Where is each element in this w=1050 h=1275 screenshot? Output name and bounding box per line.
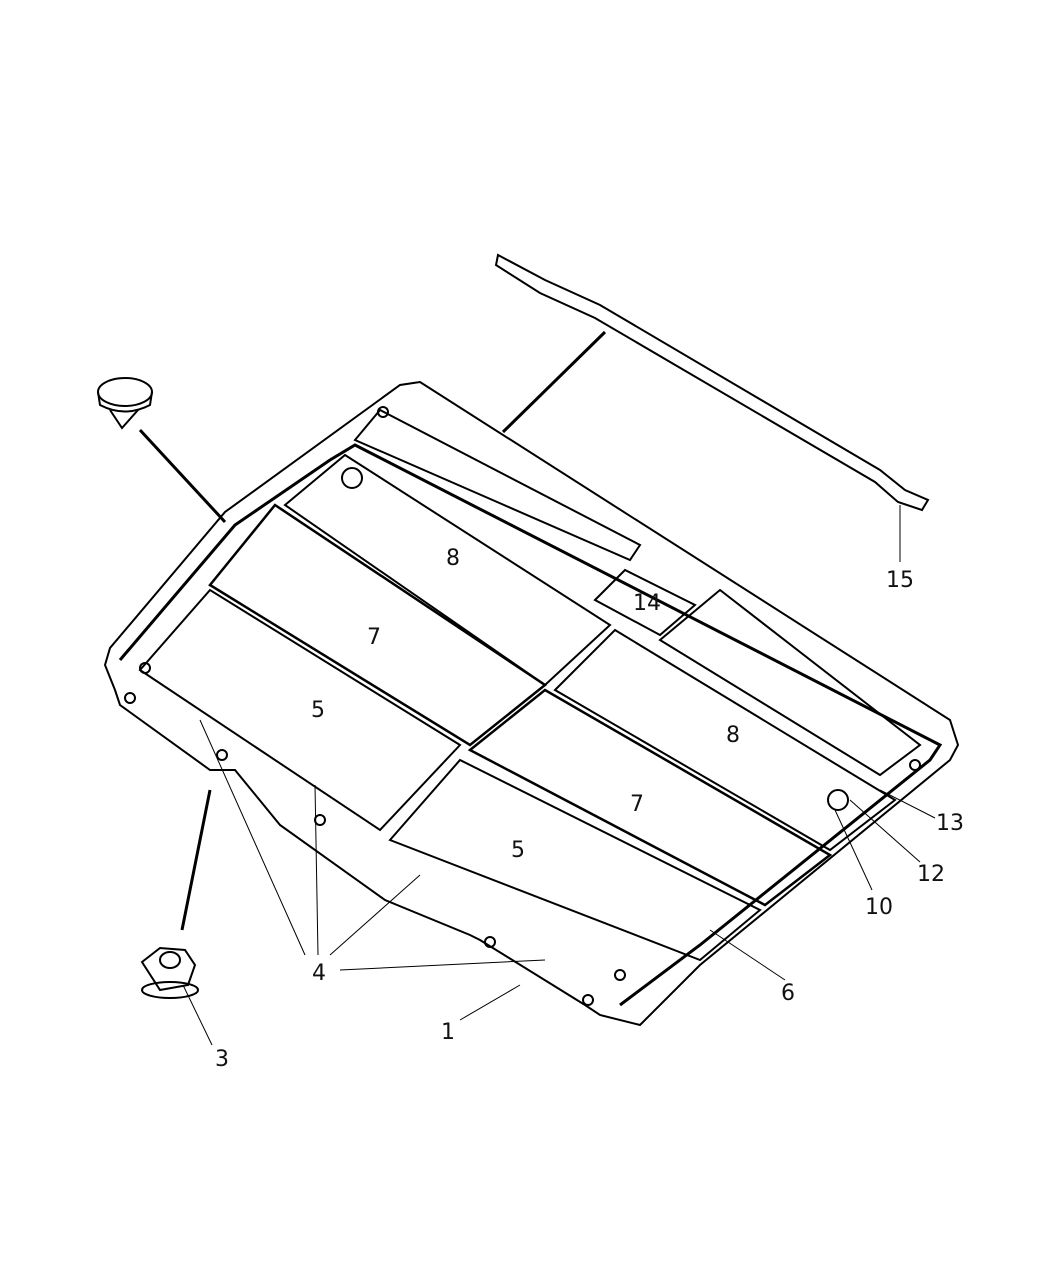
callout-10: 10 xyxy=(865,895,893,920)
callout-3: 3 xyxy=(215,1047,229,1072)
callout-1: 1 xyxy=(441,1020,455,1045)
callout-15: 15 xyxy=(886,568,914,593)
callout-8a: 8 xyxy=(446,546,460,571)
callout-14: 14 xyxy=(633,591,661,616)
callout-6: 6 xyxy=(781,981,795,1006)
strap xyxy=(494,253,930,512)
callout-5a: 5 xyxy=(311,698,325,723)
callout-4: 4 xyxy=(312,961,326,986)
callout-8b: 8 xyxy=(726,723,740,748)
callout-7a: 7 xyxy=(367,625,381,650)
callout-13: 13 xyxy=(936,811,964,836)
callout-7b: 7 xyxy=(630,792,644,817)
callout-5b: 5 xyxy=(511,838,525,863)
tray-outline xyxy=(103,380,960,1027)
callout-12: 12 xyxy=(917,862,945,887)
